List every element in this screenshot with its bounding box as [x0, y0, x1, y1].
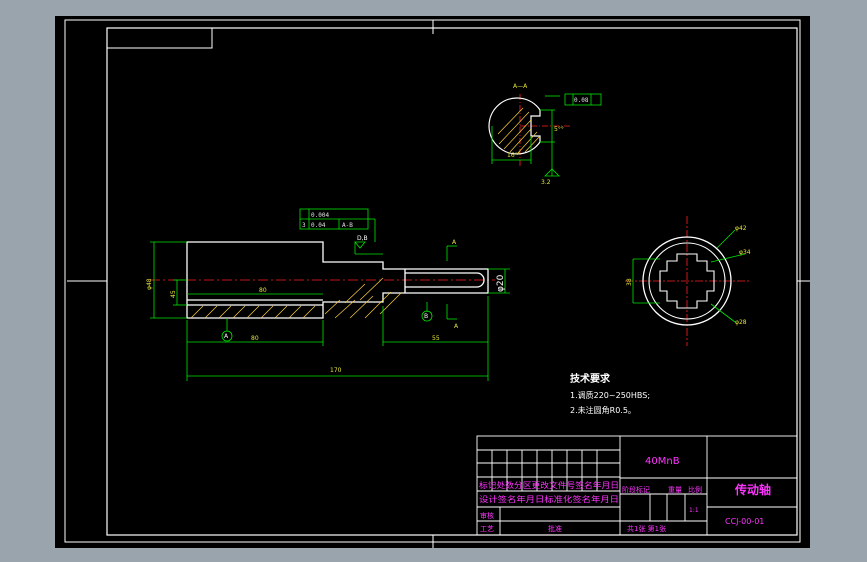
end-side-dim: 38 [626, 278, 633, 286]
circle-a-label: A [224, 333, 229, 340]
drawing-number-label: CCJ-00-01 [725, 517, 764, 526]
shaft-main-view: 0.004 3 0.04 A-B D,B A A φ48 45 φ20 80 8… [146, 208, 510, 381]
technical-notes: 技术要求 1.调质220~250HBS; 2.未注圆角R0.5。 [570, 372, 650, 415]
weight-label: 重量 [668, 486, 682, 494]
process-label: 工艺 [480, 525, 494, 533]
end-dia-inner: φ28 [735, 319, 747, 326]
design-row: 设计签名年月日标准化签名年月日 [479, 494, 619, 504]
section-width-dim: 16°° [507, 152, 521, 159]
scale-value: 1:1 [689, 507, 699, 514]
material-label: 40MnB [645, 456, 680, 467]
spline-end-view: φ42 φ34 φ28 38 [625, 216, 751, 346]
datum-label: D,B [357, 235, 368, 242]
dim-inner-label: 80 [259, 287, 267, 294]
dim-lower-label: 80 [251, 335, 259, 342]
end-dia-outer: φ42 [735, 225, 747, 232]
section-label: A—A [513, 83, 528, 90]
cad-viewport[interactable]: A—A 0.08 16°° 5°° 3.2 [55, 16, 810, 548]
dia-left-label: φ48 [146, 278, 153, 290]
end-dia-mid: φ34 [739, 249, 751, 256]
tol-row1-value: 0.004 [311, 212, 329, 219]
notes-line-1: 1.调质220~250HBS; [570, 390, 650, 400]
outer-sheet-border [64, 19, 801, 543]
scale-label: 比例 [688, 485, 702, 494]
section-view-a-a: A—A 0.08 16°° 5°° 3.2 [488, 83, 602, 186]
approve-label: 批准 [548, 524, 562, 533]
tol-row2-symbol: 3 [302, 222, 306, 229]
inner-drawing-frame [106, 27, 798, 536]
revision-row: 标记处数分区更改文件号签名年月日 [479, 480, 619, 490]
notes-title: 技术要求 [570, 372, 611, 385]
section-depth-dim: 5°° [554, 126, 564, 133]
top-left-code-box [106, 27, 213, 49]
dia-right-label: φ20 [496, 274, 506, 292]
dim-total-label: 170 [330, 367, 342, 374]
centering-marks [67, 20, 810, 548]
stage-mark-label: 阶段标记 [622, 485, 650, 494]
section-tolerance-value: 0.08 [574, 97, 589, 104]
sheets-label: 共1张 第1张 [627, 524, 666, 533]
section-mark-bottom: A [454, 323, 459, 330]
dia-small-label: 45 [170, 290, 177, 298]
section-roughness: 3.2 [541, 179, 551, 186]
tol-row2-datum: A-B [342, 222, 353, 229]
notes-line-2: 2.未注圆角R0.5。 [570, 405, 636, 415]
review-label: 审核 [480, 511, 494, 520]
tol-row2-value: 0.04 [311, 222, 326, 229]
section-mark-top: A [452, 239, 457, 246]
engineering-drawing: A—A 0.08 16°° 5°° 3.2 [64, 19, 810, 548]
dim-right-label: 55 [432, 335, 440, 342]
part-name-label: 传动轴 [734, 482, 771, 497]
title-block [476, 435, 798, 536]
circle-b-label: B [424, 313, 428, 320]
